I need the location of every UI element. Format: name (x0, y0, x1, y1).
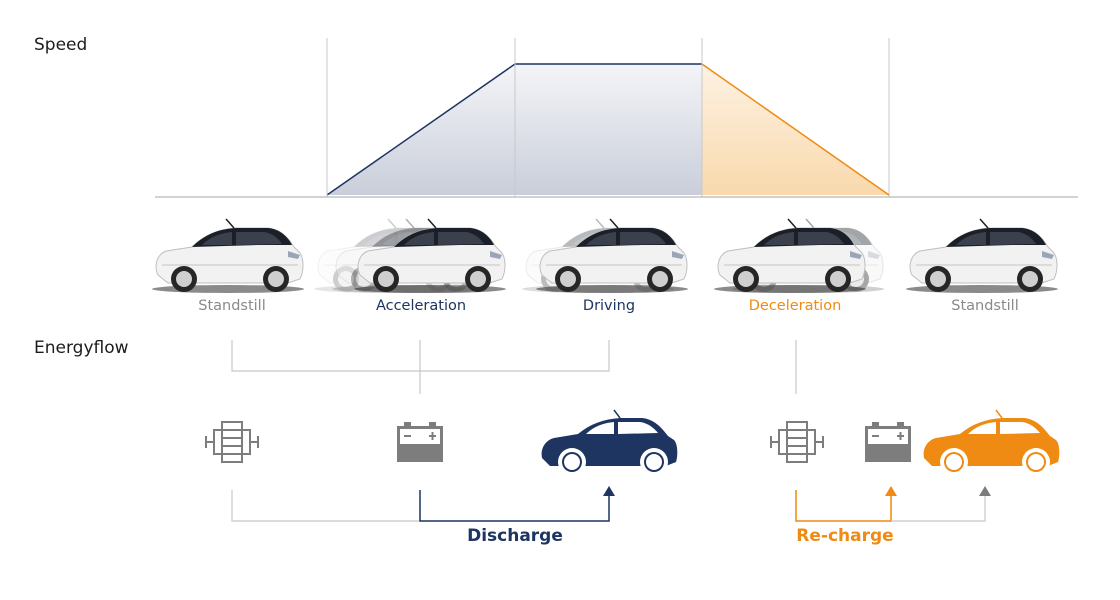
phase-label-standstill-end: Standstill (951, 298, 1019, 314)
battery-icon (865, 422, 911, 462)
recharge-path (795, 490, 892, 522)
car-driving (521, 218, 689, 294)
car-icon (540, 409, 679, 477)
car-row (151, 218, 1059, 294)
discharge-label: Discharge (467, 526, 563, 546)
car-acceleration (313, 218, 507, 294)
car-deceleration (713, 218, 885, 294)
speed-chart (155, 38, 1078, 198)
phase-label-driving: Driving (582, 298, 636, 314)
motor-icon (770, 421, 824, 463)
motor-icon (205, 421, 259, 463)
energyflow-label: Energyflow (34, 338, 129, 358)
phase-label-acceleration: Acceleration (375, 298, 467, 314)
speed-label: Speed (34, 35, 88, 55)
battery-icon (397, 422, 443, 462)
energy-connectors (231, 340, 991, 522)
speed-line-decel (701, 63, 890, 196)
discharge-path (419, 490, 610, 522)
phase-label-deceleration: Deceleration (748, 298, 842, 314)
car-standstill (151, 218, 305, 294)
car-icon (922, 409, 1061, 477)
car-standstill-end (905, 218, 1059, 294)
phase-label-standstill: Standstill (198, 298, 266, 314)
recharge-label: Re-charge (796, 526, 894, 546)
